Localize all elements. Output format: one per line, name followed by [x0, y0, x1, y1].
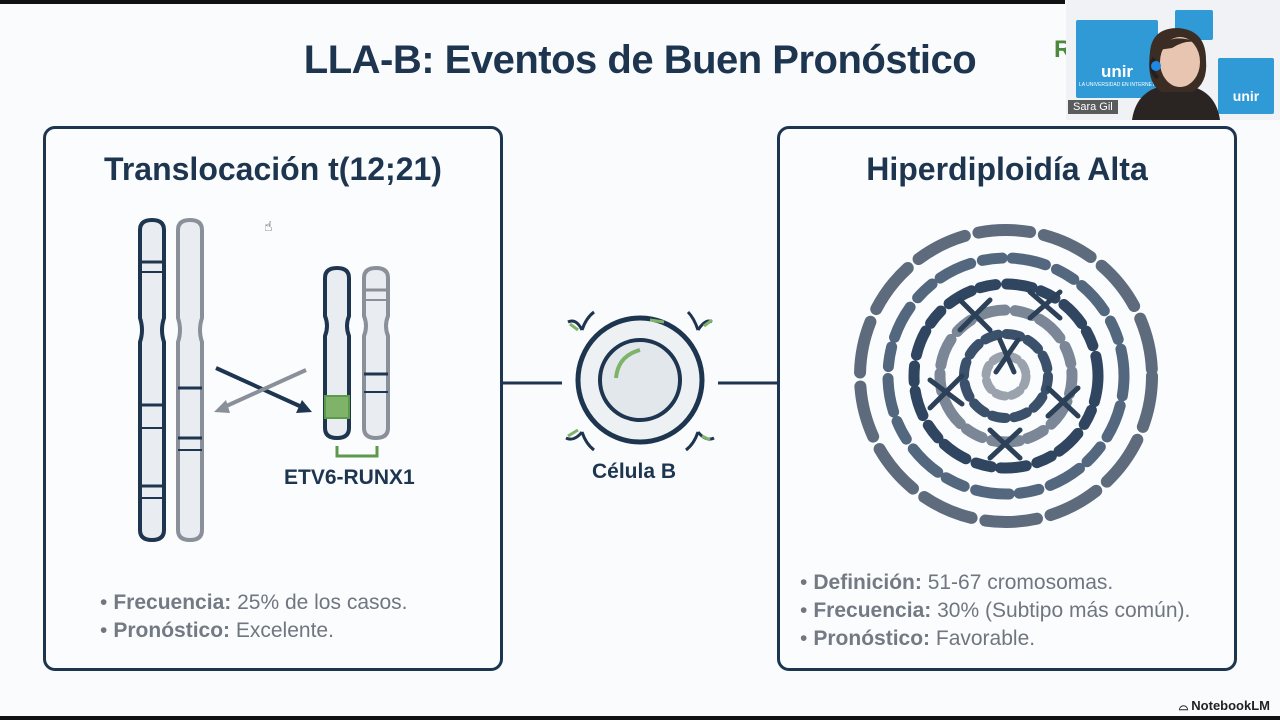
- b-cell-icon: [565, 310, 715, 452]
- translocation-bullets: •Frecuencia: 25% de los casos. •Pronósti…: [100, 591, 408, 647]
- hyperdiploid-chromosomes-icon: [854, 224, 1158, 528]
- hyperdiploidy-panel-title: Hiperdiploidía Alta: [866, 151, 1148, 187]
- hyperdiploidy-bullets: •Definición: 51-67 cromosomas. •Frecuenc…: [800, 571, 1190, 655]
- unir-logo-card-right: unir: [1218, 58, 1274, 114]
- chromosome-21-icon: [323, 265, 390, 458]
- bullet-prognosis: •Pronóstico: Excelente.: [100, 619, 334, 642]
- notebooklm-brand: ⌓NotebookLM: [1178, 698, 1270, 713]
- slide-title: LLA-B: Eventos de Buen Pronóstico: [303, 38, 977, 82]
- translocation-arrows-icon: [214, 366, 312, 413]
- video-call-overlay[interactable]: unir LA UNIVERSIDAD EN INTERNET unir Sar…: [1066, 0, 1280, 120]
- hand-cursor-icon: ☝: [264, 218, 273, 234]
- translocation-panel-title: Translocación t(12;21): [104, 151, 442, 187]
- bottom-edge-bar: [0, 716, 1280, 720]
- translocation-panel: Translocación t(12;21) •Frecuencia: 25% …: [43, 126, 503, 671]
- participant-name-tag: Sara Gil: [1068, 100, 1118, 114]
- participant-video-icon: [1132, 28, 1220, 120]
- bullet-prognosis: •Pronóstico: Favorable.: [800, 627, 1036, 650]
- chromosome-12-icon: [138, 217, 204, 543]
- bullet-definition: •Definición: 51-67 cromosomas.: [800, 571, 1114, 594]
- unir-logo-card: unir LA UNIVERSIDAD EN INTERNET: [1076, 20, 1158, 98]
- bullet-frequency: •Frecuencia: 30% (Subtipo más común).: [800, 599, 1191, 622]
- fusion-gene-label: ETV6-RUNX1: [284, 466, 415, 489]
- notebooklm-logo-icon: ⌓: [1178, 699, 1189, 713]
- bullet-frequency: •Frecuencia: 25% de los casos.: [100, 591, 408, 614]
- b-cell-label: Célula B: [592, 460, 677, 483]
- top-edge-bar: [0, 0, 1065, 4]
